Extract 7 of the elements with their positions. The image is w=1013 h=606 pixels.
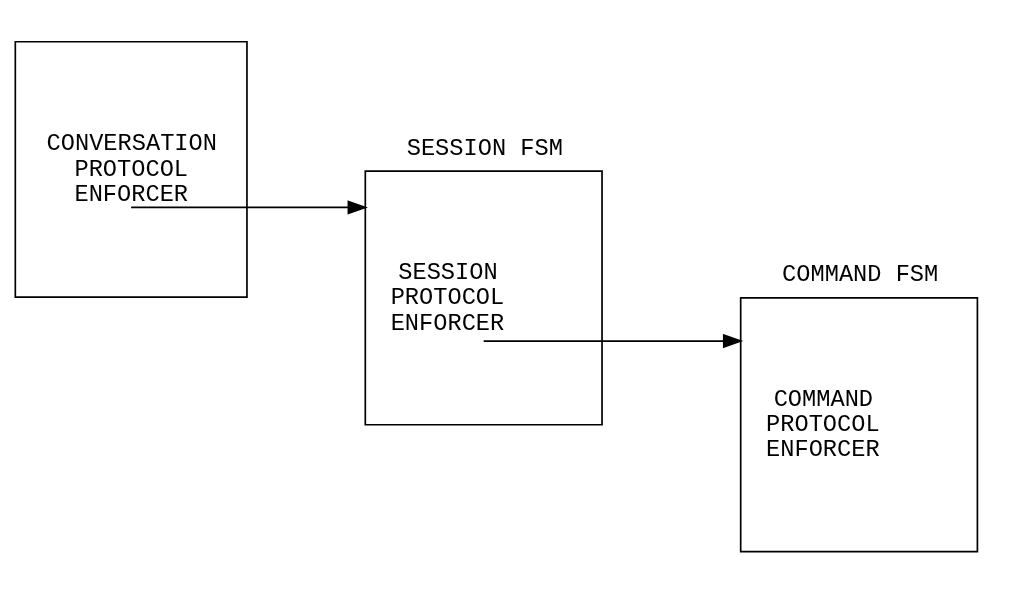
node-label: SESSION FSM xyxy=(406,134,563,162)
arrow xyxy=(482,333,744,349)
node-box: CONVERSATION PROTOCOL ENFORCER xyxy=(14,40,248,298)
arrow xyxy=(130,200,368,215)
node-box: SESSION PROTOCOL ENFORCER xyxy=(364,170,603,426)
node-box: COMMAND PROTOCOL ENFORCER xyxy=(739,297,979,553)
node-label: COMMAND FSM xyxy=(782,261,939,289)
